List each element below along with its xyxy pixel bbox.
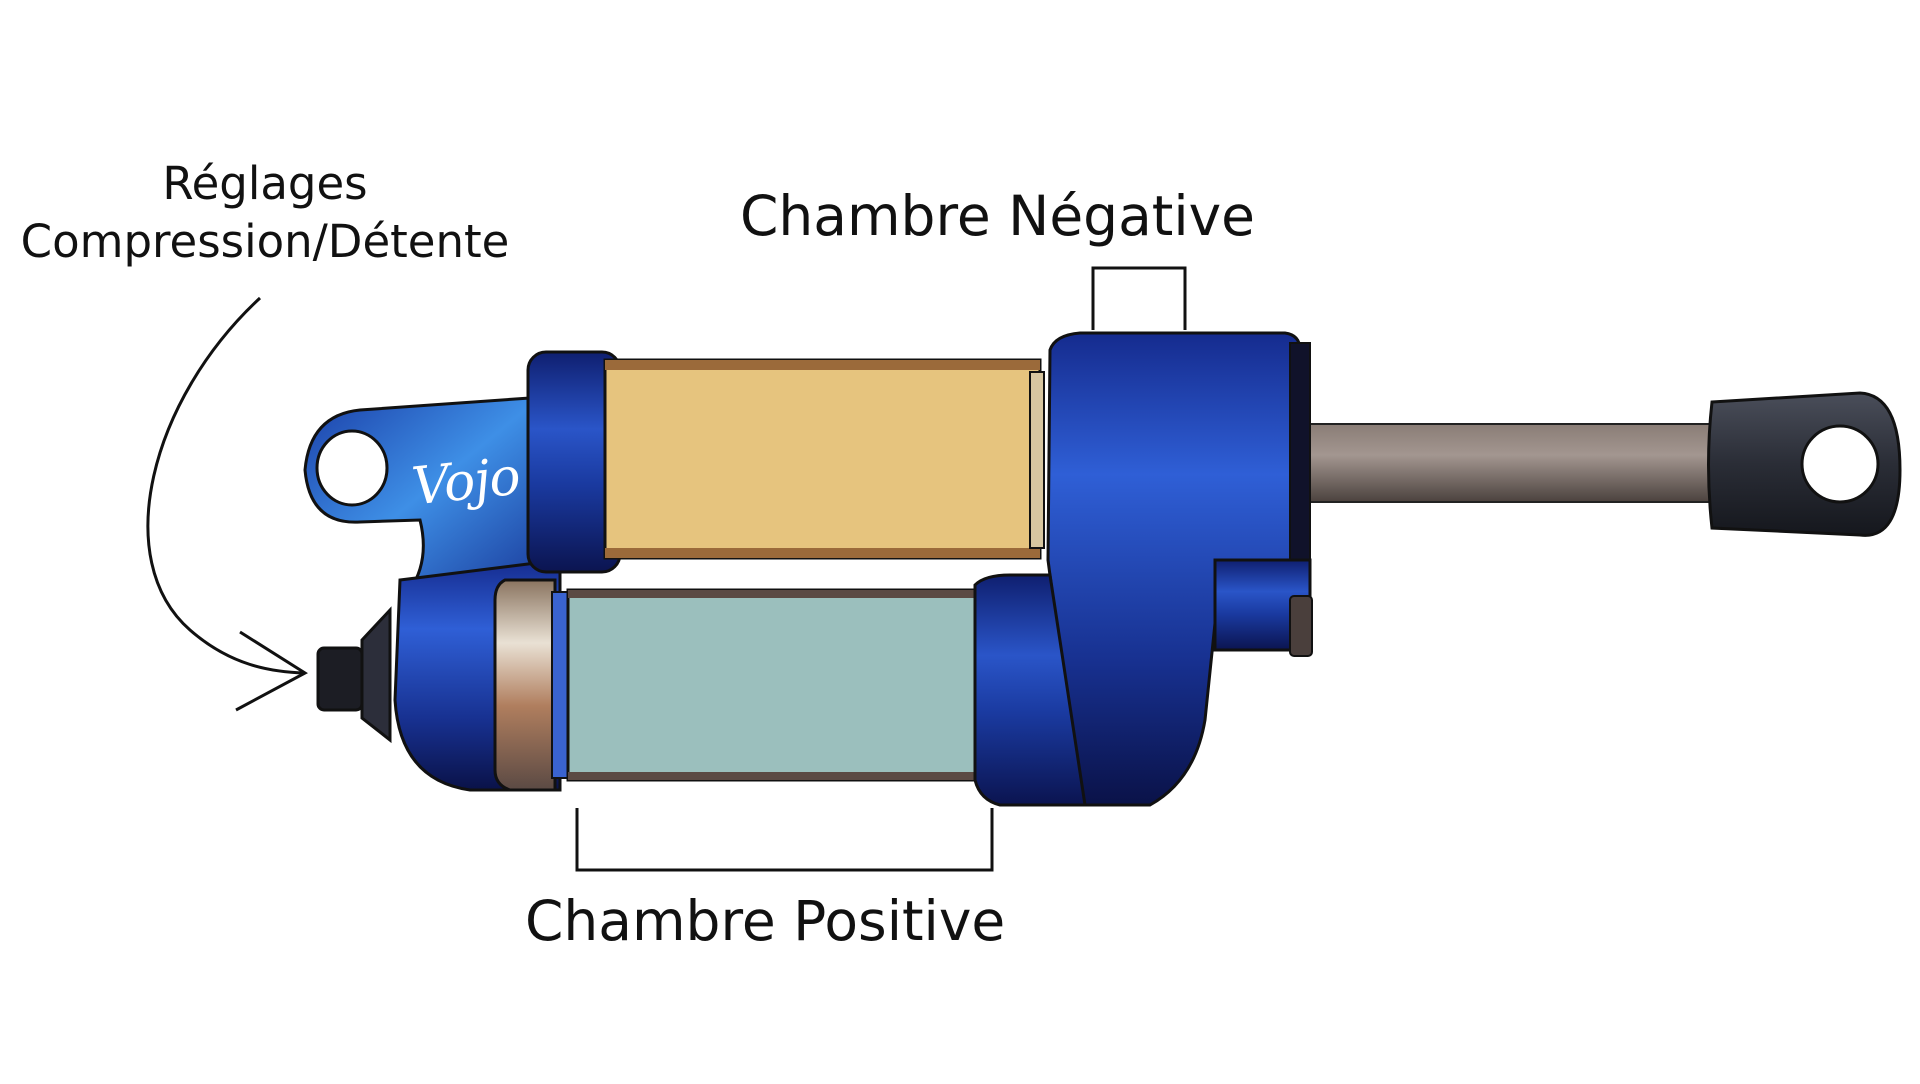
adjust-label-line1: Réglages xyxy=(162,157,368,210)
positive-chamber-bracket xyxy=(575,808,994,872)
rebound-knob xyxy=(1289,595,1313,657)
positive-chamber-label: Chambre Positive xyxy=(525,889,1006,953)
negative-chamber-bracket xyxy=(1091,266,1187,330)
negative-chamber-label: Chambre Négative xyxy=(740,184,1256,248)
piston-shaft xyxy=(1309,423,1731,503)
adjust-arrow-head xyxy=(235,630,308,712)
adjuster-knob xyxy=(316,646,364,712)
lower-right-collar xyxy=(973,573,1087,807)
body-eyelet-hole xyxy=(315,429,389,507)
positive-chamber xyxy=(566,588,982,782)
reservoir-end-cap xyxy=(493,578,557,792)
negative-chamber xyxy=(603,358,1042,560)
adjust-arrow xyxy=(146,296,306,675)
adjust-label: Réglages Compression/Détente xyxy=(0,155,530,271)
adjust-label-line2: Compression/Détente xyxy=(20,215,510,268)
rod-eyelet-hole xyxy=(1800,424,1880,504)
brand-logo: Vojo xyxy=(409,446,523,518)
